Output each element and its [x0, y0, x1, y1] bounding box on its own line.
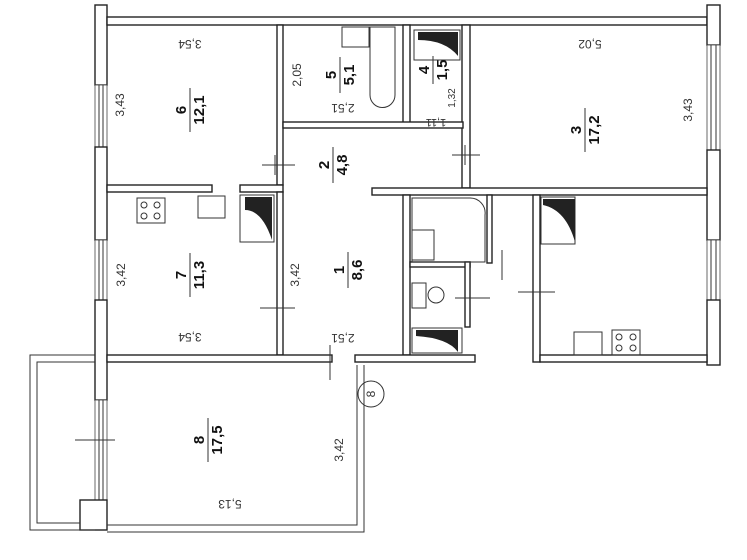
room-4-label: 4 1,5	[416, 56, 451, 84]
room-number: 3	[568, 126, 585, 134]
dimension: 3,42	[288, 263, 302, 287]
dimension-labels: 3,54 3,43 2,05 2,51 1,11 1,32 5,02 3,43 …	[113, 37, 695, 511]
room-area: 1,5	[434, 60, 451, 81]
room-area: 5,1	[341, 65, 358, 86]
dimension: 3,42	[114, 263, 128, 287]
room-number: 5	[323, 71, 340, 79]
room-number: 8	[191, 436, 208, 444]
room-area: 8,6	[349, 260, 366, 281]
dimension: 3,54	[178, 37, 202, 51]
dimension: 3,54	[178, 330, 202, 344]
room-labels: 6 12,1 5 5,1 4 1,5 3 17,2 2 4,8 7 11,3	[173, 56, 603, 462]
dimension: 3,43	[113, 93, 127, 117]
exterior-walls	[29, 4, 721, 533]
kitchen-stove	[136, 197, 641, 356]
entrance-marker: 8	[357, 380, 385, 408]
bathtub-2	[411, 197, 486, 263]
room-area: 12,1	[191, 95, 208, 124]
room-area: 11,3	[191, 261, 208, 289]
room-number: 4	[416, 65, 433, 74]
ventilation-shafts	[239, 29, 576, 354]
dimension: 2,51	[331, 331, 355, 345]
room-number: 2	[316, 161, 333, 169]
room-number: 7	[173, 271, 190, 279]
room-5-label: 5 5,1	[323, 57, 358, 93]
interior-walls	[106, 24, 708, 363]
room-1-label: 1 8,6	[331, 252, 366, 288]
bathtub	[341, 26, 396, 108]
room-7-label: 7 11,3	[173, 253, 208, 297]
marker-label: 8	[364, 390, 378, 397]
toilet	[411, 282, 445, 309]
dimension: 1,11	[426, 116, 447, 128]
room-number: 1	[331, 266, 348, 274]
dimension: 2,51	[331, 101, 355, 115]
room-number: 6	[173, 106, 190, 114]
dimension: 1,32	[447, 88, 458, 108]
dimension: 2,05	[290, 63, 304, 87]
dimension: 5,13	[218, 497, 242, 511]
room-6-label: 6 12,1	[173, 88, 208, 132]
dimension: 3,42	[332, 438, 346, 462]
dimension: 5,02	[578, 37, 602, 51]
dimension: 3,43	[681, 98, 695, 122]
room-area: 17,5	[209, 425, 226, 454]
room-8-label: 8 17,5	[191, 418, 226, 462]
kitchen-sink	[197, 195, 603, 356]
room-3-label: 3 17,2	[568, 108, 603, 152]
electrical-marks	[75, 145, 555, 441]
room-area: 4,8	[334, 155, 351, 176]
room-2-label: 2 4,8	[316, 147, 351, 183]
room-area: 17,2	[586, 115, 603, 144]
